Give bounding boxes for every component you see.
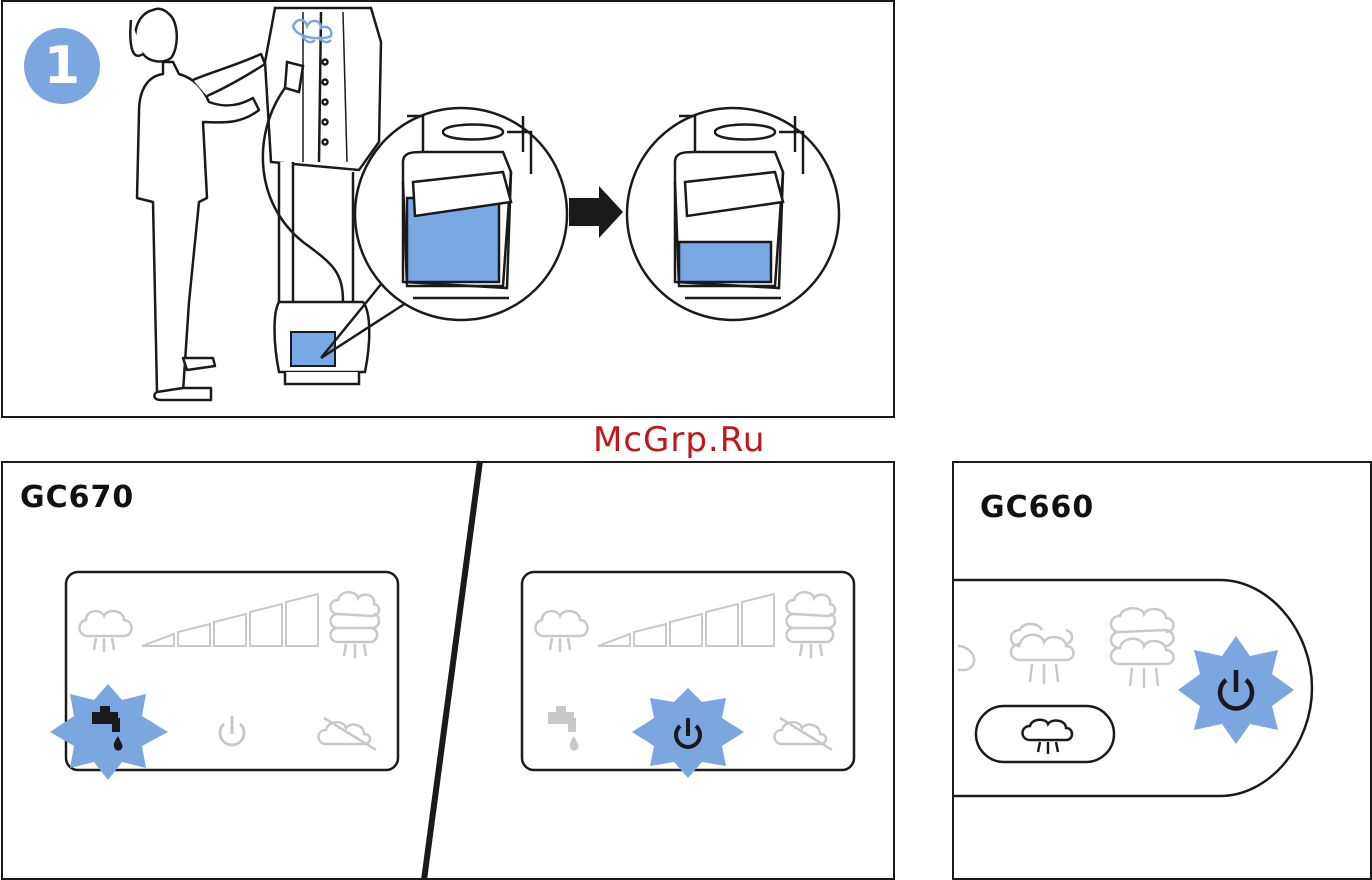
zoom-circle-full-tank xyxy=(355,108,567,320)
arrow-right-icon xyxy=(569,186,623,238)
zoom-circle-low-tank xyxy=(627,108,839,320)
watermark-text: McGrp.Ru xyxy=(593,420,765,460)
steamer-illustration xyxy=(3,2,893,416)
shirt-icon xyxy=(265,8,381,170)
model-label-gc660: GC660 xyxy=(980,490,1094,525)
step-illustration-panel: 1 xyxy=(1,0,895,418)
model-label-gc670: GC670 xyxy=(20,480,134,515)
gc670-panel xyxy=(1,461,895,880)
woman-figure-icon xyxy=(130,9,265,400)
